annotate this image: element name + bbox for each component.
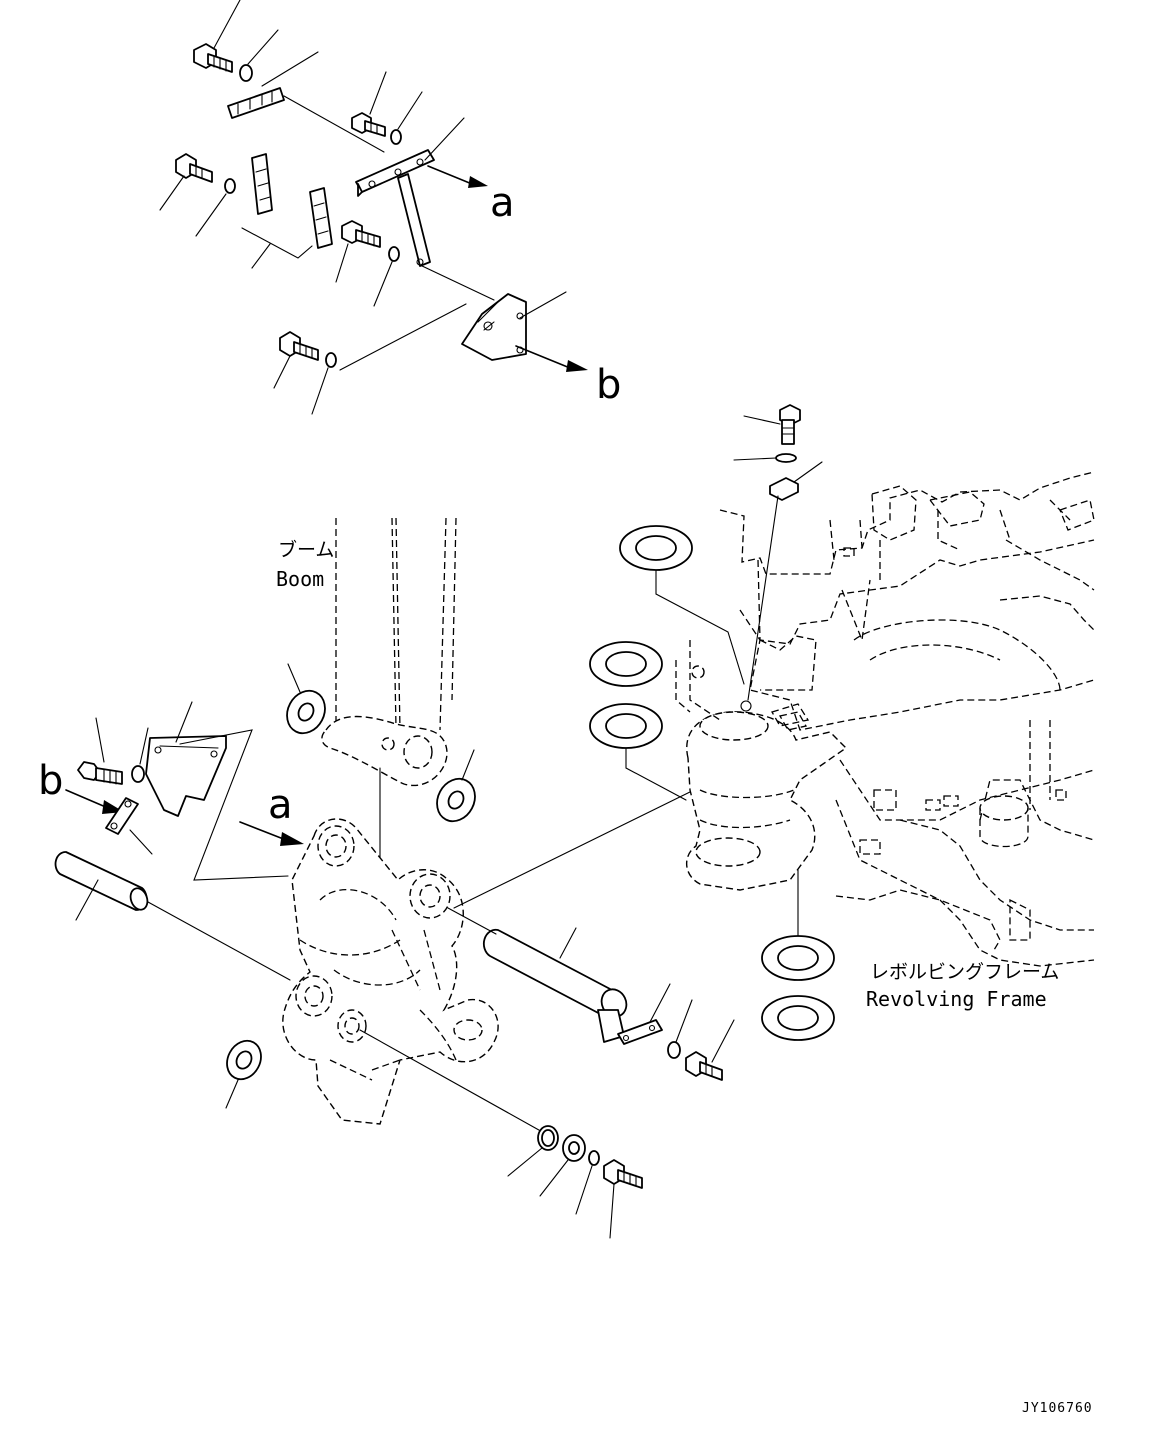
- frame-label-jp: レボルビングフレーム: [870, 961, 1059, 983]
- bolt: [193, 43, 233, 73]
- main-pin: [447, 907, 735, 1081]
- revolving-frame: [453, 471, 1095, 967]
- washer: [239, 64, 253, 82]
- boom: [321, 517, 457, 787]
- frame-shims: [589, 525, 835, 1041]
- bracket-lower: [461, 293, 527, 361]
- frame-label-en: Revolving Frame: [866, 987, 1047, 1011]
- washer: [325, 352, 337, 368]
- washer: [224, 178, 236, 194]
- lower-pin-hardware: [359, 1029, 643, 1239]
- arrow-head: [468, 176, 488, 188]
- ref-label-a: a: [490, 180, 515, 226]
- frame-bolt-stack: [733, 404, 823, 712]
- washer: [390, 129, 402, 145]
- clamp-block: [227, 87, 285, 119]
- arrow-head: [280, 832, 304, 846]
- boom-label-jp: ブーム: [278, 538, 334, 561]
- drawing-code: JY106760: [1022, 1401, 1093, 1416]
- swing-bracket: [282, 818, 499, 1125]
- ref-label-a-lower: a: [268, 782, 293, 828]
- washer: [388, 246, 400, 262]
- upper-bracket-assembly: a b: [159, 0, 621, 415]
- boom-label-en: Boom: [276, 567, 324, 591]
- ref-label-b-lower: b: [38, 758, 63, 804]
- clamp-block: [251, 153, 273, 215]
- bracket-shim: [225, 1039, 262, 1109]
- boom-shims: [286, 663, 476, 823]
- left-parts: b: [38, 701, 291, 981]
- arrow-head: [566, 360, 588, 372]
- ref-label-b: b: [596, 362, 621, 408]
